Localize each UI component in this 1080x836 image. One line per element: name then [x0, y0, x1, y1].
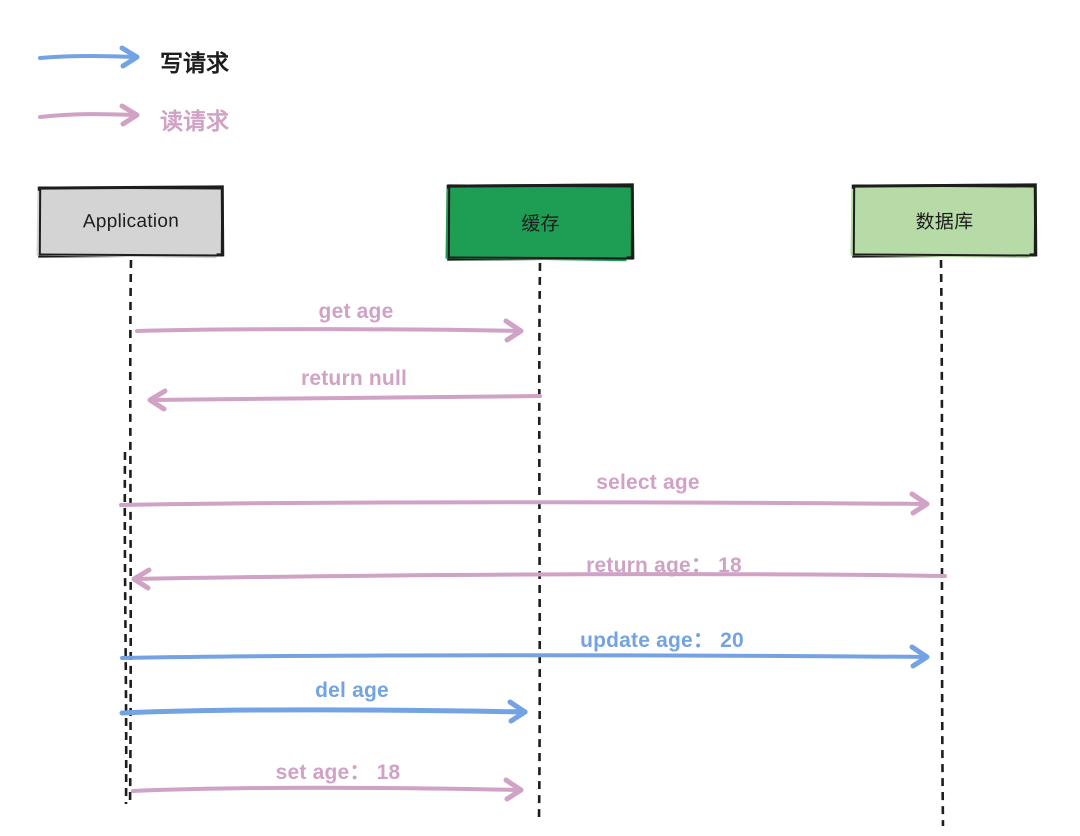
lifeline-database — [939, 259, 945, 827]
message-label-get-age: get age — [318, 300, 394, 323]
lifeline-cache — [537, 262, 542, 819]
actor-box-application: Application — [37, 185, 225, 258]
message-label-set-age: set age： 18 — [275, 761, 401, 784]
actor-box-cache: 缓存 — [446, 183, 635, 261]
message-arrow-select-age — [119, 491, 930, 516]
actor-label-application: Application — [82, 210, 180, 232]
message-label-del-age: del age — [315, 679, 389, 702]
actor-box-database: 数据库 — [851, 183, 1038, 258]
actor-label-cache: 缓存 — [521, 213, 560, 235]
message-label-return-age: return age： 18 — [586, 554, 742, 577]
legend-write-label: 写请求 — [160, 50, 229, 76]
legend-write-arrow-icon — [38, 45, 140, 69]
message-arrow-update-age — [120, 644, 930, 669]
legend-read-arrow-icon — [38, 103, 140, 127]
lifeline-application — [128, 259, 133, 807]
message-arrow-del-age — [119, 699, 528, 724]
actor-label-database: 数据库 — [915, 211, 974, 234]
message-label-select-age: select age — [596, 471, 700, 494]
message-label-return-null: return null — [300, 367, 408, 390]
message-arrow-return-age — [131, 567, 947, 591]
message-arrow-set-age — [131, 777, 524, 802]
message-arrow-return-null — [147, 388, 542, 412]
message-label-update-age: update age： 20 — [580, 629, 744, 652]
legend-read-label: 读请求 — [160, 108, 229, 134]
message-arrow-get-age — [135, 318, 524, 343]
lifeline-application-double — [123, 451, 128, 805]
